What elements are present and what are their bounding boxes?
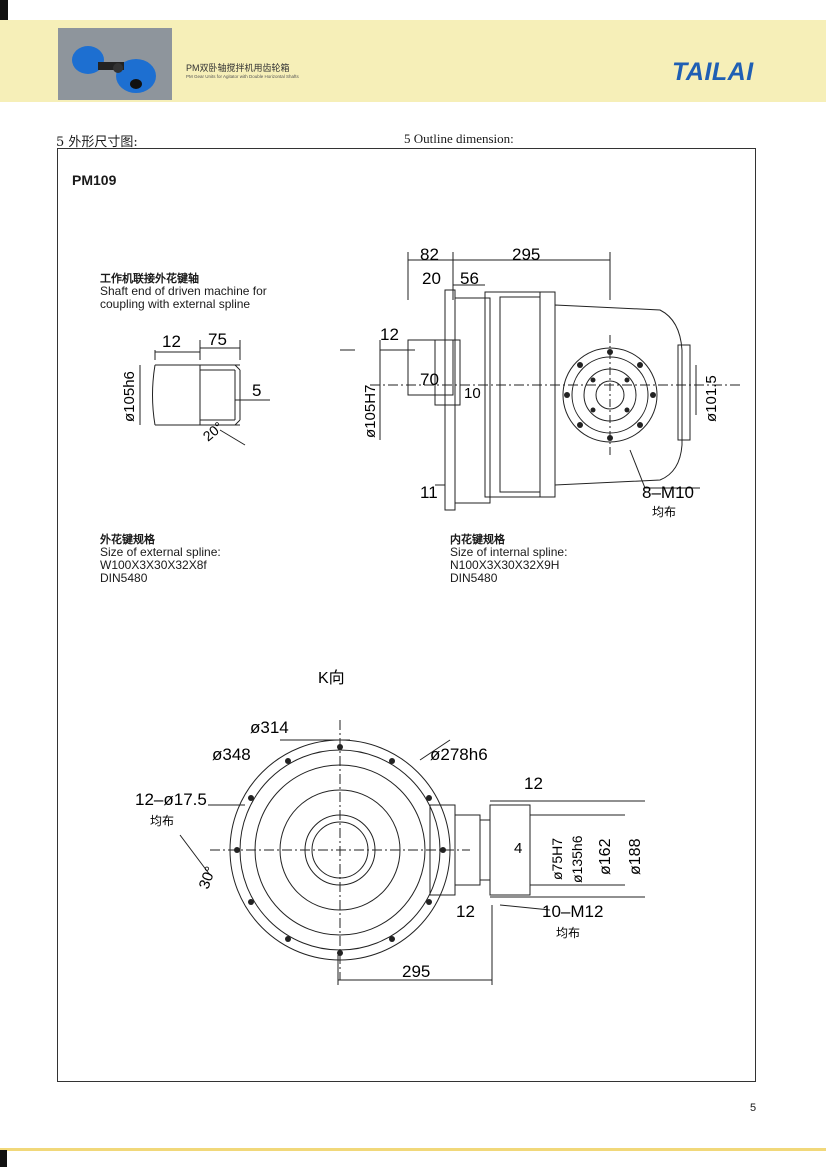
drawing-frame (57, 148, 756, 1082)
dim-8-m10: 8–M10 (642, 483, 694, 502)
dim-holes-cn: 均布 (150, 814, 174, 828)
dim-5: 5 (252, 381, 261, 400)
dim-101-5: ø101.5 (703, 375, 720, 422)
ext-spline-std: DIN5480 (100, 571, 148, 585)
footer-line (0, 1148, 826, 1151)
product-image (58, 28, 172, 100)
dim-188: ø188 (627, 838, 644, 875)
brand-logo: TAILAI (672, 58, 754, 86)
product-title-en: PM Gear Units for Agitator with Double H… (186, 74, 299, 79)
int-spline-spec: N100X3X30X32X9H (450, 558, 560, 572)
shaft-end-note: 工作机联接外花键轴 Shaft end of driven machine fo… (100, 272, 267, 311)
dim-105h6: ø105h6 (121, 371, 138, 422)
product-title-cn: PM双卧轴搅拌机用齿轮箱 (186, 63, 290, 73)
dim-105H7: ø105H7 (362, 385, 379, 438)
side-view-drawing: 82 295 20 56 12 K 70 10 ø105H7 11 ø101.5… (340, 245, 740, 519)
int-spline-cn: 内花键规格 (450, 533, 505, 546)
ext-spline-spec: W100X3X30X32X8f (100, 558, 207, 572)
bottom-corner-mark (0, 1150, 7, 1167)
section-title-cn: 5 外形尺寸图: (56, 135, 138, 150)
dim-295: 295 (512, 245, 540, 264)
ext-spline-cn: 外花键规格 (100, 533, 155, 546)
dim-82: 82 (420, 245, 439, 264)
shaft-note-en2: coupling with external spline (100, 297, 251, 311)
dim-30deg: 30° (196, 864, 220, 891)
dim-20: 20 (422, 269, 441, 288)
dim-75: 75 (208, 330, 227, 349)
dim-12: 12 (162, 332, 181, 351)
internal-spline-note: 内花键规格 Size of internal spline: N100X3X30… (450, 533, 567, 585)
dim-295-k: 295 (402, 962, 430, 981)
dim-12-holes: 12–ø17.5 (135, 790, 207, 809)
dim-348: ø348 (212, 745, 251, 764)
dim-11: 11 (420, 483, 438, 502)
dim-4: 4 (514, 840, 522, 857)
model-label: PM109 (72, 172, 117, 188)
dim-75H7: ø75H7 (549, 838, 565, 880)
ext-spline-en: Size of external spline: (100, 545, 221, 559)
k-view-drawing: K向 ø314 ø348 ø278h6 12–ø17.5 均布 30° 12 4… (135, 669, 645, 985)
dim-20deg: 20° (200, 418, 227, 444)
dim-135h6: ø135h6 (569, 835, 585, 883)
dim-70: 70 (420, 370, 439, 389)
shaft-detail-drawing: 12 75 5 ø105h6 20° (121, 330, 270, 446)
dim-8-m10-cn: 均布 (652, 505, 676, 519)
shaft-note-en1: Shaft end of driven machine for (100, 284, 267, 298)
top-corner-mark (0, 0, 8, 22)
dim-10-m12-cn: 均布 (556, 926, 580, 940)
dim-10: 10 (464, 385, 481, 402)
dim-278h6: ø278h6 (430, 745, 488, 764)
dim-56: 56 (460, 269, 479, 288)
section-title-en: 5 Outline dimension: (404, 131, 514, 146)
dim-12-top: 12 (524, 774, 543, 793)
int-spline-std: DIN5480 (450, 571, 498, 585)
dim-314: ø314 (250, 718, 289, 737)
int-spline-en: Size of internal spline: (450, 545, 568, 559)
dim-162: ø162 (597, 838, 614, 875)
dim-12-bottom: 12 (456, 902, 475, 921)
page-number: 5 (750, 1102, 757, 1114)
k-view-label: K向 (318, 669, 345, 687)
dim-12-side: 12 (380, 325, 399, 344)
external-spline-note: 外花键规格 Size of external spline: W100X3X30… (100, 533, 221, 585)
dim-10-m12: 10–M12 (542, 902, 603, 921)
gear-unit-icon (58, 28, 172, 100)
shaft-note-cn: 工作机联接外花键轴 (100, 272, 199, 285)
